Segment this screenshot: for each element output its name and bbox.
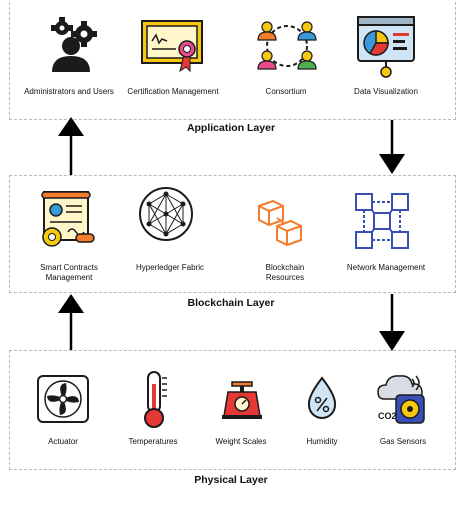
application-layer-title: Application Layer <box>186 122 276 134</box>
smart-contract-icon <box>41 191 95 247</box>
thermometer-icon <box>144 371 167 428</box>
gas-sensor-icon: CO2 <box>377 375 425 424</box>
label-weight-scales: Weight Scales <box>215 437 267 446</box>
data-visualization-icon <box>357 16 415 78</box>
certificate-icon <box>141 20 203 73</box>
label-humidity: Humidity <box>306 437 338 446</box>
arrow-down-blockchain <box>379 294 405 351</box>
actuator-fan-icon <box>37 375 89 423</box>
network-management-icon <box>355 193 409 249</box>
label-temperatures: Temperatures <box>128 437 178 446</box>
physical-layer-title: Physical Layer <box>194 474 268 486</box>
label-network-management: Network Management <box>346 263 426 272</box>
administrators-users-icon <box>51 17 97 72</box>
hyperledger-fabric-icon <box>139 187 193 241</box>
blockchain-layer-frame <box>9 175 456 293</box>
weight-scale-icon <box>222 381 262 419</box>
label-smart-contracts: Smart Contracts Management <box>40 263 98 282</box>
label-hyperledger-fabric: Hyperledger Fabric <box>135 263 205 272</box>
label-certification-management: Certification Management <box>127 87 219 96</box>
label-actuator: Actuator <box>48 437 78 446</box>
label-administrators-users: Administrators and Users <box>24 87 114 96</box>
arrow-up-blockchain <box>58 294 84 350</box>
consortium-icon <box>257 21 317 70</box>
physical-layer-frame <box>9 350 456 470</box>
label-gas-sensors: Gas Sensors <box>379 437 427 446</box>
label-consortium: Consortium <box>265 87 307 96</box>
arrow-down-app <box>379 120 405 174</box>
label-data-visualization: Data Visualization <box>354 87 418 96</box>
blockchain-layer-title: Blockchain Layer <box>187 297 275 309</box>
label-blockchain-resources: Blockchain Resources <box>265 263 305 282</box>
arrow-up-app <box>58 117 84 175</box>
application-layer-frame <box>9 2 456 120</box>
blockchain-resources-icon <box>258 200 302 247</box>
humidity-drop-icon <box>307 376 337 419</box>
co2-label: CO2 <box>378 411 397 421</box>
